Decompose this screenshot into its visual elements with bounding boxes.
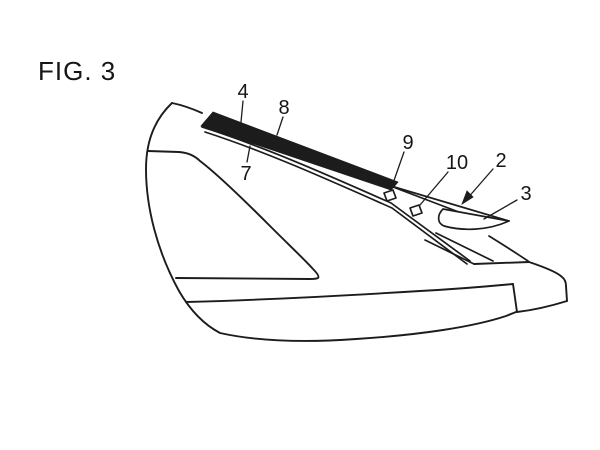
leader-line-3 [483, 199, 518, 220]
nozzle-square-2 [409, 204, 423, 217]
ref-numeral-7: 7 [240, 163, 251, 185]
ref-numeral-8: 8 [278, 97, 289, 119]
right-face-edge [528, 261, 568, 302]
ref-numeral-10: 10 [446, 152, 468, 174]
leader-arrowhead-2 [461, 190, 474, 205]
bottom-right-edge [516, 300, 568, 313]
leader-line-8 [276, 116, 284, 136]
spoiler-flap-line-1 [201, 126, 471, 262]
ref-numeral-4: 4 [237, 81, 248, 103]
spoiler-flap-line-2 [204, 131, 468, 265]
leader-line-4 [240, 100, 244, 123]
corner-front-edge [512, 283, 518, 313]
spoiler-fan-edge [392, 186, 465, 215]
figure-label: FIG. 3 [38, 56, 116, 86]
ref-numeral-9: 9 [402, 132, 413, 154]
support-leg-2 [435, 232, 494, 262]
shoulder-crease-line [185, 283, 514, 303]
leader-line-9 [390, 151, 405, 190]
leader-line-10 [419, 171, 449, 206]
support-leg-1 [424, 239, 475, 265]
spoiler-lip-band [200, 111, 399, 191]
ref-numeral-3: 3 [520, 183, 531, 205]
spoiler-trailing-edge [390, 185, 510, 222]
ref-numeral-2: 2 [495, 150, 506, 172]
body-outline-left-bottom [145, 102, 517, 342]
leader-line-7 [246, 145, 251, 163]
rear-top-edge [473, 261, 530, 265]
winglet-blade [437, 208, 510, 231]
nozzle-square-1 [383, 189, 397, 202]
quarter-window-outline [147, 150, 320, 280]
body-top-edge [171, 102, 203, 114]
support-leg-3 [488, 235, 529, 262]
